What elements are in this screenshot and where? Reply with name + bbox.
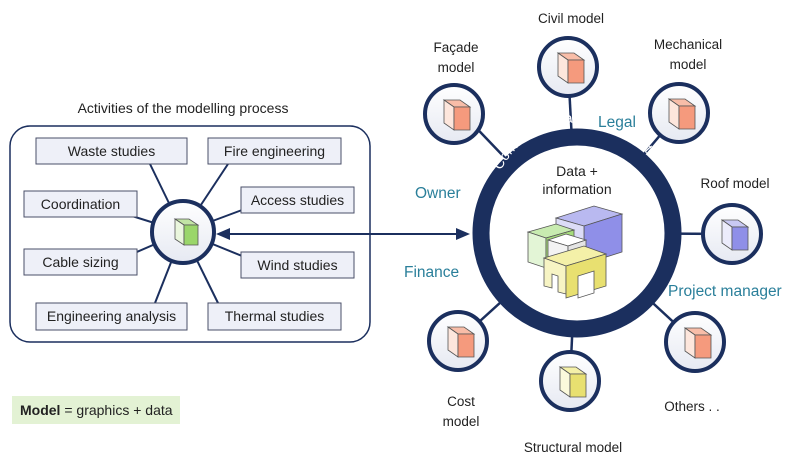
node-civil-model — [537, 36, 599, 98]
yellow-cube-icon — [558, 366, 588, 398]
cde-center-line2: information — [542, 181, 611, 197]
exchange-arrow — [216, 228, 470, 240]
activity-engineering-analysis: Engineering analysis — [35, 302, 188, 331]
role-finance: Finance — [404, 264, 459, 281]
activities-title: Activities of the modelling process — [78, 100, 289, 116]
legend-box — [12, 396, 180, 424]
node-others — [664, 311, 726, 373]
red-cube-icon — [442, 99, 472, 131]
svg-text:Thermal studies: Thermal studies — [225, 308, 325, 324]
label-cost-line2: model — [443, 414, 480, 429]
red-cube-icon — [683, 327, 713, 359]
blue-cube-icon — [720, 219, 750, 251]
role-project-manager: Project manager — [668, 283, 782, 300]
svg-text:Cable sizing: Cable sizing — [42, 254, 118, 270]
label-cost-line1: Cost — [447, 394, 475, 409]
node-cost-model — [427, 310, 489, 372]
label-roof-model: Roof model — [700, 176, 769, 191]
node-structural-model — [539, 350, 601, 412]
node-facade-model — [423, 83, 485, 145]
svg-text:Coordination: Coordination — [41, 196, 120, 212]
red-cube-icon — [446, 326, 476, 358]
activity-fire-engineering: Fire engineering — [207, 137, 342, 165]
role-legal: Legal — [598, 114, 636, 131]
red-cube-icon — [667, 98, 697, 130]
legend-model-word: Model — [20, 402, 60, 418]
activity-waste-studies: Waste studies — [35, 137, 188, 165]
legend-text: Model = graphics + data — [20, 402, 173, 418]
svg-text:Access studies: Access studies — [251, 192, 344, 208]
svg-text:Wind studies: Wind studies — [257, 257, 337, 273]
label-facade-line2: model — [438, 60, 475, 75]
node-mechanical-model — [648, 82, 710, 144]
activity-access-studies: Access studies — [240, 186, 355, 214]
svg-text:Engineering analysis: Engineering analysis — [47, 308, 176, 324]
label-facade-line1: Façade — [433, 40, 478, 55]
label-mechanical-line2: model — [670, 57, 707, 72]
cde-center-line1: Data + — [556, 163, 598, 179]
activity-wind-studies: Wind studies — [240, 251, 355, 279]
activity-thermal-studies: Thermal studies — [207, 302, 342, 331]
node-roof-model — [701, 203, 763, 265]
label-mechanical-line1: Mechanical — [654, 37, 722, 52]
green-cube-icon — [173, 218, 200, 246]
label-civil-model: Civil model — [538, 11, 604, 26]
legend-definition: = graphics + data — [60, 402, 172, 418]
svg-text:Fire engineering: Fire engineering — [224, 143, 325, 159]
red-cube-icon — [556, 52, 586, 84]
interlocking-blocks-icon — [526, 205, 624, 299]
activity-cable-sizing: Cable sizing — [23, 248, 138, 276]
svg-text:Waste studies: Waste studies — [68, 143, 155, 159]
activity-coordination: Coordination — [23, 190, 138, 218]
role-owner: Owner — [415, 185, 461, 202]
label-structural-model: Structural model — [524, 440, 622, 455]
label-others: Others . . — [664, 399, 720, 414]
